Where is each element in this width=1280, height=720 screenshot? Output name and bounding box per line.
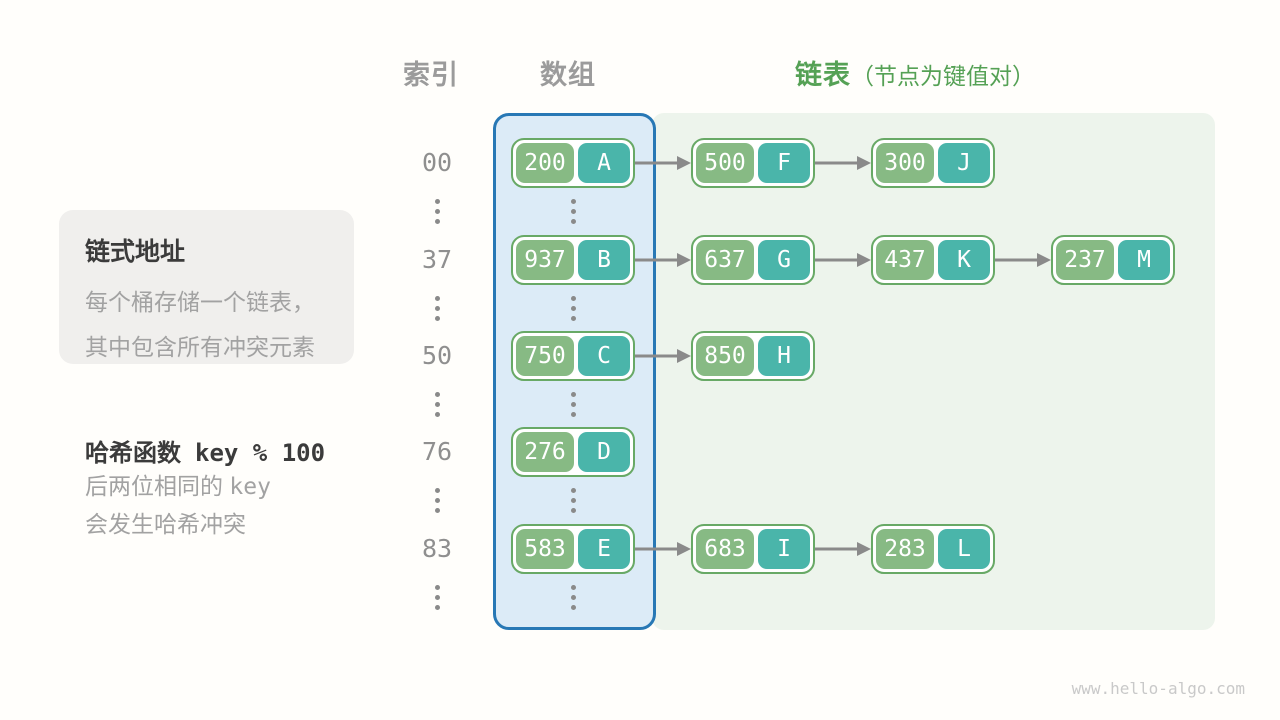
linked-list-note: （节点为键值对） bbox=[851, 63, 1035, 89]
node-key: 850 bbox=[696, 336, 754, 376]
node-value: H bbox=[758, 336, 810, 376]
ellipsis-dots-icon bbox=[570, 585, 576, 610]
node-key: 500 bbox=[696, 143, 754, 183]
link-arrow-icon bbox=[815, 235, 871, 285]
node-value: C bbox=[578, 336, 630, 376]
ellipsis-dots-icon bbox=[570, 199, 576, 224]
link-arrow-icon bbox=[635, 138, 691, 188]
node-value: D bbox=[578, 432, 630, 472]
node-key: 300 bbox=[876, 143, 934, 183]
hash-note-text: 后两位相同的 bbox=[85, 473, 230, 499]
bucket-index: 00 bbox=[421, 148, 453, 177]
info-box-line: 其中包含所有冲突元素 bbox=[85, 334, 315, 360]
ellipsis-dots-icon bbox=[434, 199, 440, 224]
node-value: E bbox=[578, 529, 630, 569]
node-value: I bbox=[758, 529, 810, 569]
node-value: K bbox=[938, 240, 990, 280]
link-arrow-icon bbox=[635, 331, 691, 381]
hash-function-title: 哈希函数 key % 100 bbox=[85, 433, 325, 468]
link-arrow-icon bbox=[635, 235, 691, 285]
ellipsis-dots-icon bbox=[570, 488, 576, 513]
node-key: 637 bbox=[696, 240, 754, 280]
hash-function-note: 哈希函数 key % 100 后两位相同的 key 会发生哈希冲突 bbox=[85, 433, 325, 543]
bucket-index: 83 bbox=[421, 534, 453, 563]
array-column-header: 数组 bbox=[540, 60, 596, 90]
info-box-title: 链式地址 bbox=[85, 238, 186, 266]
ellipsis-dots-icon bbox=[434, 392, 440, 417]
node-key: 200 bbox=[516, 143, 574, 183]
node-value: M bbox=[1118, 240, 1170, 280]
bucket-index: 37 bbox=[421, 245, 453, 274]
index-column-header: 索引 bbox=[403, 60, 459, 90]
hash-note-line: 后两位相同的 key bbox=[85, 468, 325, 506]
linked-list-column-header: 链表（节点为键值对） bbox=[795, 53, 1035, 92]
ellipsis-dots-icon bbox=[434, 488, 440, 513]
node-value: L bbox=[938, 529, 990, 569]
hash-note-line: 会发生哈希冲突 bbox=[85, 511, 246, 537]
info-box-line: 每个桶存储一个链表， bbox=[85, 289, 315, 315]
node-key: 937 bbox=[516, 240, 574, 280]
node-key: 237 bbox=[1056, 240, 1114, 280]
chaining-info-box: 链式地址 每个桶存储一个链表， 其中包含所有冲突元素 bbox=[59, 210, 354, 364]
hash-function-label: 哈希函数 bbox=[85, 440, 181, 467]
link-arrow-icon bbox=[815, 524, 871, 574]
link-arrow-icon bbox=[995, 235, 1051, 285]
ellipsis-dots-icon bbox=[434, 296, 440, 321]
node-key: 283 bbox=[876, 529, 934, 569]
node-value: B bbox=[578, 240, 630, 280]
bucket-index: 76 bbox=[421, 437, 453, 466]
node-value: J bbox=[938, 143, 990, 183]
ellipsis-dots-icon bbox=[570, 392, 576, 417]
node-key: 750 bbox=[516, 336, 574, 376]
node-key: 583 bbox=[516, 529, 574, 569]
node-key: 276 bbox=[516, 432, 574, 472]
ellipsis-dots-icon bbox=[570, 296, 576, 321]
ellipsis-dots-icon bbox=[434, 585, 440, 610]
node-value: F bbox=[758, 143, 810, 183]
link-arrow-icon bbox=[815, 138, 871, 188]
link-arrow-icon bbox=[635, 524, 691, 574]
node-key: 683 bbox=[696, 529, 754, 569]
hash-function-formula: key % 100 bbox=[195, 439, 326, 467]
website-watermark: www.hello-algo.com bbox=[1071, 679, 1245, 698]
node-value: G bbox=[758, 240, 810, 280]
node-value: A bbox=[578, 143, 630, 183]
hash-note-key-code: key bbox=[229, 474, 271, 500]
linked-list-label: 链表 bbox=[795, 60, 851, 90]
node-key: 437 bbox=[876, 240, 934, 280]
bucket-index: 50 bbox=[421, 341, 453, 370]
